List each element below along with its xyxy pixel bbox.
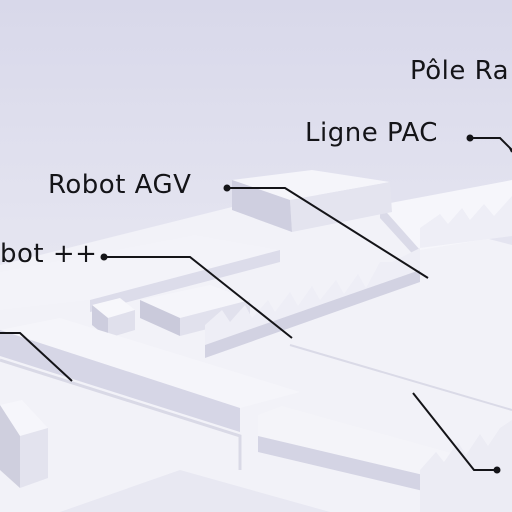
callout-robot-agv: Robot AGV [48, 170, 192, 200]
agv-block [232, 170, 392, 232]
shadow-line-2 [289, 344, 512, 411]
sawtooth-roof-right [420, 196, 512, 248]
leader-dot-robot-plus [100, 253, 108, 261]
sawtooth-roof-middle [205, 248, 420, 345]
leader-line-bottom-right [412, 392, 497, 471]
leader-lines [0, 134, 512, 474]
callout-robot-plus: bot ++ [0, 239, 98, 269]
callout-ligne-pac: Ligne PAC [305, 118, 438, 148]
leader-dot-ligne-pac [466, 134, 474, 142]
long-wall [0, 318, 300, 432]
leader-line-left [0, 332, 73, 382]
leader-line-robot-agv [227, 187, 429, 279]
back-wall-side [380, 205, 420, 262]
leader-line-robot-plus [104, 256, 293, 339]
leader-dot-robot-agv [223, 184, 231, 192]
sawtooth-roof-bottom [420, 420, 512, 512]
shadow-line-1 [0, 358, 242, 470]
left-cube [0, 400, 48, 488]
bottom-slab [60, 470, 330, 512]
leader-dot-bottom-right [493, 466, 501, 474]
sawtooth-roof-middle-shadow [205, 270, 420, 358]
leader-line-ligne-pac [470, 137, 512, 151]
callout-pole: Pôle Ra [410, 56, 510, 86]
small-crate [92, 298, 135, 338]
left-platform [0, 235, 280, 312]
